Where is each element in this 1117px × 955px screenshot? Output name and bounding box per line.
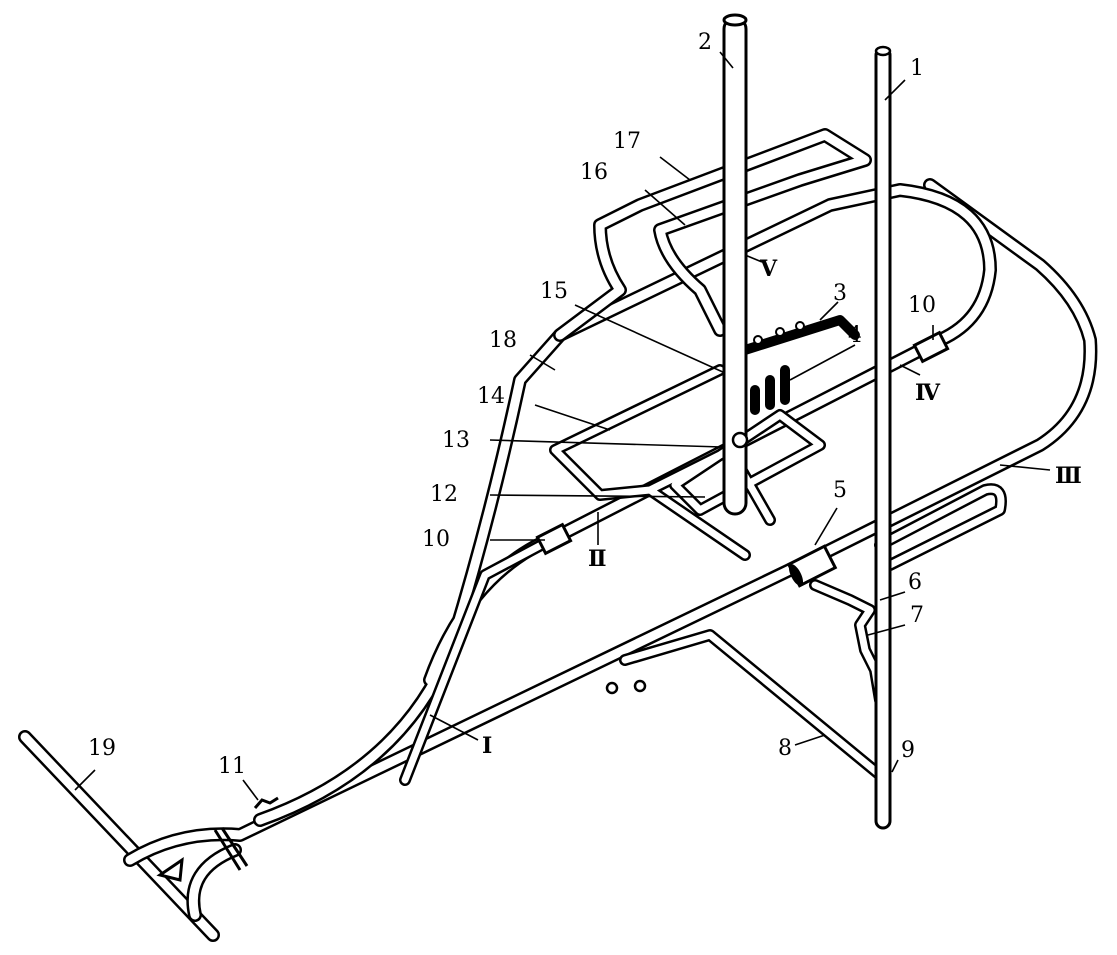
bypass-loop-right <box>874 483 1007 571</box>
equipment-10-right <box>912 330 950 364</box>
tunnel-14-13-12-network <box>549 364 826 561</box>
tunnel-17-loop <box>553 128 872 342</box>
label-10-left: 10 <box>422 527 450 552</box>
label-level-i-bottom: Ⅰ <box>482 733 493 759</box>
label-13: 13 <box>442 428 470 453</box>
label-3: 3 <box>833 281 847 306</box>
label-14: 14 <box>477 384 505 409</box>
label-6: 6 <box>908 570 922 595</box>
label-level-ii: Ⅱ <box>588 546 607 572</box>
label-18: 18 <box>489 328 517 353</box>
shaft-1 <box>874 45 892 830</box>
tunnel-19-portal-road <box>18 730 220 942</box>
label-19: 19 <box>88 736 116 761</box>
label-7: 7 <box>910 603 924 628</box>
label-9: 9 <box>901 738 915 763</box>
label-17: 17 <box>613 129 641 154</box>
label-10-right: 10 <box>908 293 936 318</box>
label-level-iii-right: Ⅲ <box>1055 463 1082 489</box>
label-1: 1 <box>910 56 924 81</box>
equipment-5 <box>786 544 838 588</box>
label-level-iv: Ⅳ <box>915 380 940 406</box>
label-16: 16 <box>580 160 608 185</box>
tunnel-6-7-stairs <box>809 579 886 706</box>
label-2: 2 <box>698 30 712 55</box>
label-4: 4 <box>848 323 862 348</box>
portal-gate-marks <box>213 679 647 871</box>
tunnel-main-haulage-i <box>123 178 1098 867</box>
crusher-chamber-3 <box>740 315 860 415</box>
label-11: 11 <box>218 754 246 779</box>
label-15: 15 <box>540 279 568 304</box>
triangle-19-island <box>156 856 184 882</box>
tunnel-8 <box>619 629 886 781</box>
shaft-2 <box>722 13 749 516</box>
label-12: 12 <box>430 482 458 507</box>
triangle-inner <box>399 537 551 786</box>
leader-lines <box>74 51 1051 801</box>
label-level-v: Ⅴ <box>760 256 778 282</box>
label-8: 8 <box>778 736 792 761</box>
portal-branch <box>186 843 242 922</box>
equipment-10-left <box>535 522 573 556</box>
label-5: 5 <box>833 478 847 503</box>
